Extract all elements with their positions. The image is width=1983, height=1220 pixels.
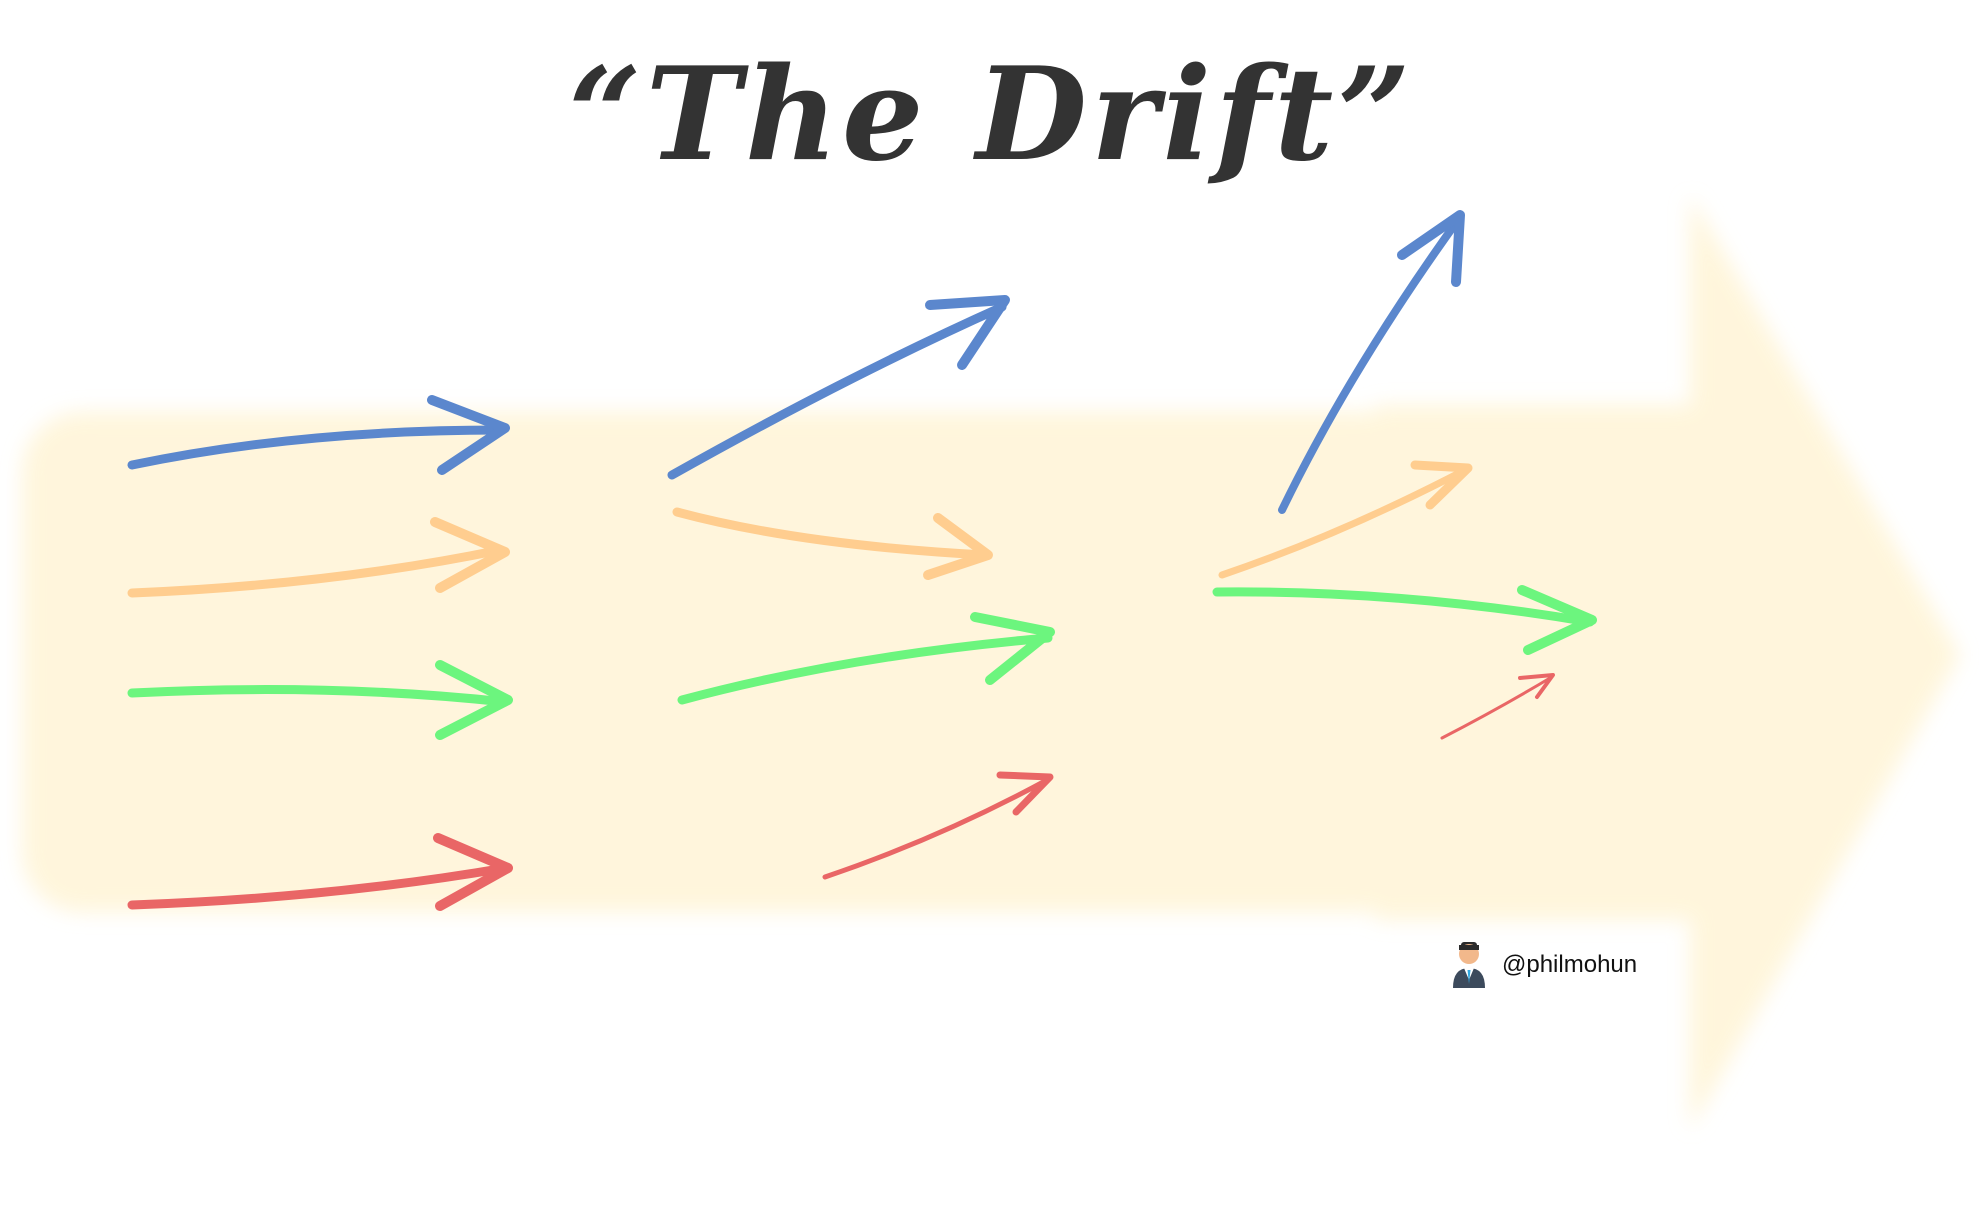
arrow-red-3 — [1440, 673, 1555, 740]
background-arrow-head — [1375, 195, 1960, 1130]
arrow-orange-2 — [672, 507, 993, 580]
background-arrow — [22, 195, 1960, 1130]
person-avatar-icon — [1450, 940, 1488, 990]
arrow-green-3 — [1212, 585, 1597, 655]
arrow-red-2 — [822, 771, 1054, 880]
arrow-blue-3 — [1278, 210, 1465, 514]
arrow-red-1 — [127, 833, 513, 911]
arrow-orange-1 — [127, 517, 510, 598]
column-1-arrows — [127, 395, 513, 911]
arrow-blue-1 — [127, 395, 510, 475]
arrow-blue-2 — [667, 295, 1010, 480]
arrow-green-1 — [127, 660, 513, 740]
author-credit: @philmohun — [1450, 940, 1637, 990]
background-arrow-body — [22, 412, 1422, 912]
author-handle: @philmohun — [1502, 951, 1638, 978]
arrow-orange-3 — [1218, 460, 1473, 579]
arrow-green-2 — [677, 612, 1055, 705]
column-3-arrows — [1212, 210, 1597, 740]
column-2-arrows — [667, 295, 1055, 880]
